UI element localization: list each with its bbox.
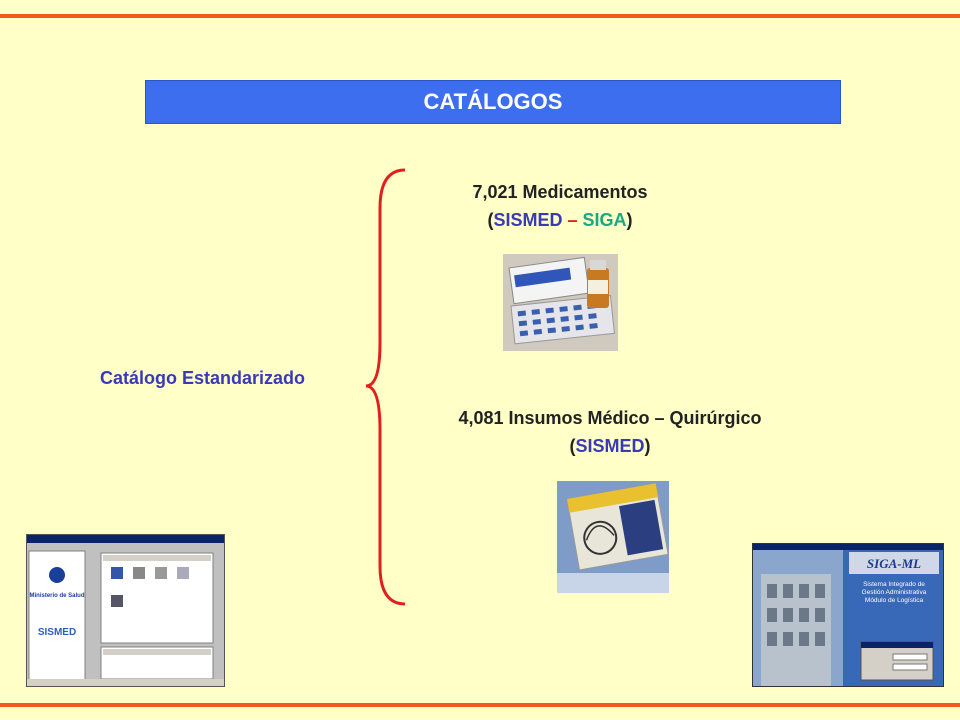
system-sismed: SISMED xyxy=(493,210,563,230)
svg-text:Gestión Administrativa: Gestión Administrativa xyxy=(862,589,927,596)
catalog-label: Catálogo Estandarizado xyxy=(100,368,306,388)
svg-text:Módulo de Logística: Módulo de Logística xyxy=(865,597,924,604)
siga-software-screenshot: SIGA-ML Sistema Integrado de Gestión Adm… xyxy=(752,543,944,687)
svg-text:Sistema Integrado de: Sistema Integrado de xyxy=(863,581,925,588)
medicines-systems: (SISMED – SIGA) xyxy=(487,210,633,230)
siga-logo-text: SIGA-ML xyxy=(867,556,921,571)
minsa-logo-text: Ministerio de Salud xyxy=(29,593,84,599)
medicines-heading: 7,021 Medicamentos xyxy=(472,182,648,202)
sismed-software-screenshot: Ministerio de Salud SISMED xyxy=(26,534,225,687)
top-rule xyxy=(0,14,960,18)
surgical-supplies-item: 4,081 Insumos Médico – Quirúrgico (SISME… xyxy=(420,404,800,460)
system-sismed: SISMED xyxy=(575,436,645,456)
surgical-supplies-heading: 4,081 Insumos Médico – Quirúrgico xyxy=(458,408,762,428)
bottom-rule xyxy=(0,703,960,707)
medicines-item: 7,021 Medicamentos (SISMED – SIGA) xyxy=(430,178,690,234)
system-siga: SIGA xyxy=(582,210,627,230)
suture-photo xyxy=(557,481,669,593)
page-title: CATÁLOGOS xyxy=(145,80,841,124)
surgical-supplies-systems: (SISMED) xyxy=(569,436,651,456)
curly-brace-icon xyxy=(365,168,406,606)
sismed-logo-text: SISMED xyxy=(38,627,76,638)
amoxicillin-photo xyxy=(503,254,618,351)
